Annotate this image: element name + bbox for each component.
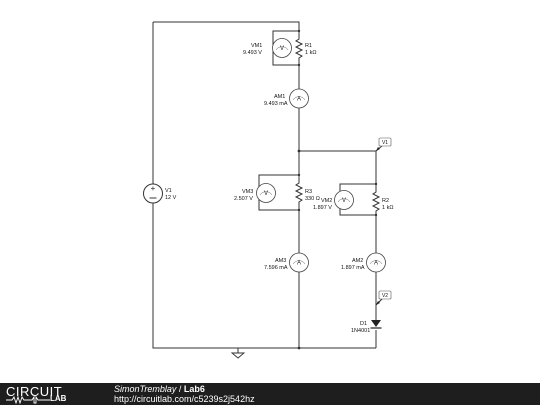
circuit-schematic: + V1 12 V R1 1 kΩ V VM1 9.493 V A AM1 9.…	[143, 21, 393, 359]
probe-v1[interactable]: V1	[375, 137, 392, 152]
resistor-r2[interactable]: R2 1 kΩ	[371, 184, 393, 215]
title-separator: /	[176, 384, 184, 394]
voltmeter-vm1[interactable]: V VM1 9.493 V	[243, 38, 292, 58]
d1-name: D1	[360, 321, 367, 327]
am2-letter: A	[374, 261, 378, 267]
vm1-value: 9.493 V	[243, 50, 262, 56]
voltmeter-vm2[interactable]: V VM2 1.897 V	[313, 190, 354, 212]
probe-v2[interactable]: V2	[375, 290, 392, 306]
ammeter-am2[interactable]: A AM2 1.897 mA	[341, 252, 386, 273]
resistor-r1[interactable]: R1 1 kΩ	[294, 31, 316, 65]
probe-v1-label: V1	[382, 140, 388, 146]
vm2-value: 1.897 V	[313, 205, 332, 211]
ground-symbol[interactable]	[230, 352, 246, 359]
vm3-value: 2.507 V	[234, 196, 253, 202]
voltmeter-vm3[interactable]: V VM3 2.507 V	[234, 183, 276, 203]
project-title: SimonTremblay / Lab6	[114, 384, 205, 394]
wire-top	[153, 21, 300, 31]
v1-value: 12 V	[165, 195, 177, 201]
circuitlab-logo[interactable]: CIRCUIT LAB	[6, 384, 96, 404]
am1-name: AM1	[274, 94, 285, 100]
junction-dot	[297, 346, 301, 350]
project-name[interactable]: Lab6	[183, 384, 205, 394]
vm1-letter: V	[280, 46, 284, 52]
d1-value: 1N4001	[351, 328, 370, 334]
project-url[interactable]: http://circuitlab.com/c5239s2j542hz	[114, 394, 255, 404]
vm3-name: VM3	[242, 189, 253, 195]
resistor-r3[interactable]: R3 330 Ω	[294, 175, 320, 210]
v1-name: V1	[165, 188, 172, 194]
wire-left-lower	[152, 203, 376, 349]
author-link[interactable]: SimonTremblay	[114, 384, 177, 394]
r2-value: 1 kΩ	[382, 205, 393, 211]
vm2-letter: V	[342, 198, 346, 204]
logo-waveform-icon	[6, 396, 50, 404]
footer-bar: CIRCUIT LAB SimonTremblay / Lab6 http://…	[0, 383, 540, 405]
am2-name: AM2	[352, 258, 363, 264]
logo-circuit-text: CIRCUIT	[6, 384, 63, 399]
r2-name: R2	[382, 198, 389, 204]
vm2-name: VM2	[321, 198, 332, 204]
wires	[152, 21, 377, 353]
svg-text:+: +	[151, 184, 156, 193]
am3-letter: A	[297, 261, 301, 267]
r3-name: R3	[305, 189, 312, 195]
r3-value: 330 Ω	[305, 196, 320, 202]
vm1-name: VM1	[251, 43, 262, 49]
ammeter-am1[interactable]: A AM1 9.493 mA	[264, 88, 309, 109]
junction-dot	[297, 149, 301, 153]
r1-value: 1 kΩ	[305, 50, 316, 56]
wire-node-v1-right	[299, 150, 377, 184]
probe-v2-label: V2	[382, 293, 388, 299]
vm3-letter: V	[264, 191, 268, 197]
am3-value: 7.596 mA	[264, 265, 288, 271]
logo-lab-text: LAB	[50, 394, 67, 403]
voltage-source-v1[interactable]: + V1 12 V	[143, 183, 177, 204]
am3-name: AM3	[275, 258, 286, 264]
ammeter-am3[interactable]: A AM3 7.596 mA	[264, 252, 309, 273]
am1-letter: A	[297, 97, 301, 103]
am2-value: 1.897 mA	[341, 265, 365, 271]
diode-d1[interactable]: D1 1N4001	[351, 320, 382, 334]
am1-value: 9.493 mA	[264, 101, 288, 107]
r1-name: R1	[305, 43, 312, 49]
schematic-canvas: + V1 12 V R1 1 kΩ V VM1 9.493 V A AM1 9.…	[143, 21, 393, 359]
